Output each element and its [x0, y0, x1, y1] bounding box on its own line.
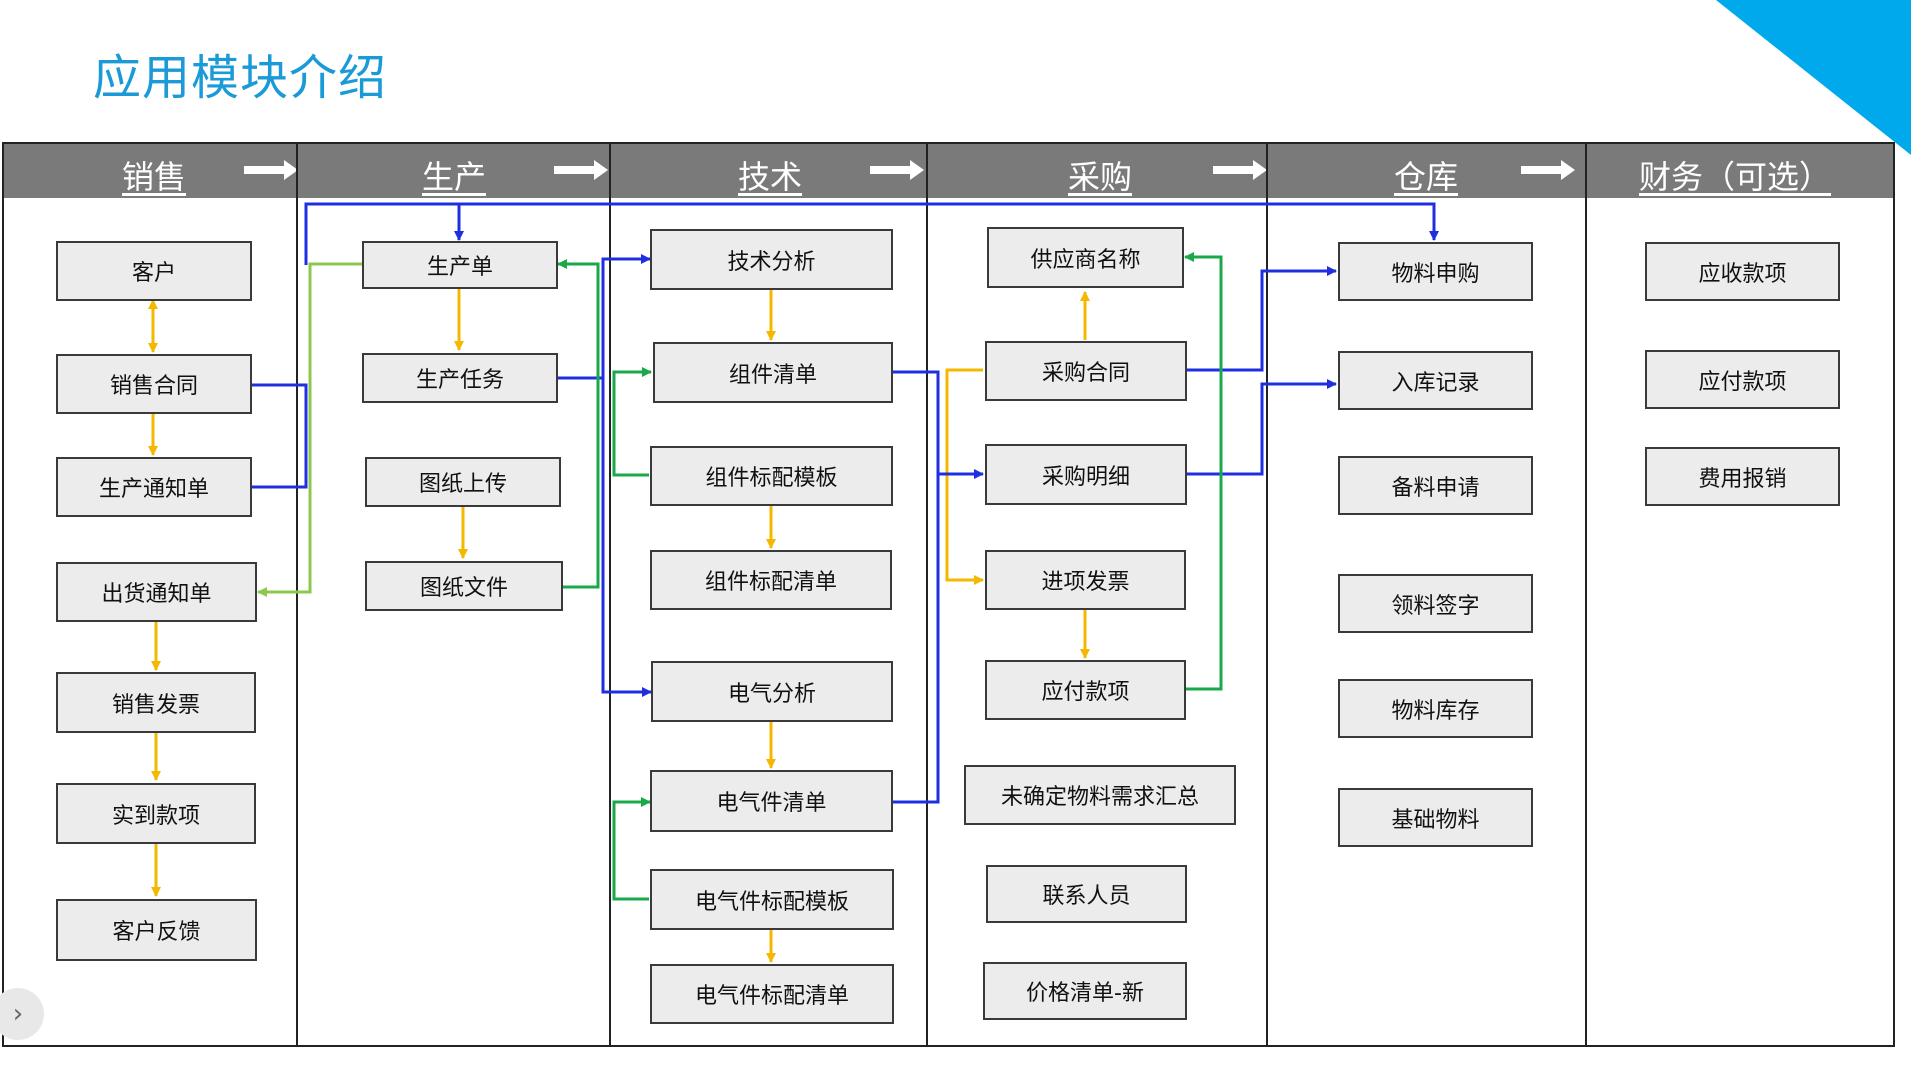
column-title-production: 生产 [422, 158, 487, 196]
module-customer-feedback[interactable]: 客户反馈 [56, 899, 257, 961]
chevron-right-icon[interactable]: › [0, 988, 44, 1040]
module-electrical-template[interactable]: 电气件标配模板 [650, 869, 894, 930]
column-title-warehouse: 仓库 [1394, 158, 1459, 196]
column-header: 技术 [611, 144, 926, 198]
right-arrow-icon [870, 160, 924, 180]
right-arrow-icon [554, 160, 608, 180]
module-customer[interactable]: 客户 [56, 241, 252, 301]
module-price-list[interactable]: 价格清单-新 [983, 962, 1187, 1020]
module-expense-claim[interactable]: 费用报销 [1645, 447, 1840, 506]
column-title-tech: 技术 [738, 158, 803, 196]
module-inbound-record[interactable]: 入库记录 [1338, 351, 1533, 410]
module-component-standard-list[interactable]: 组件标配清单 [650, 550, 892, 610]
column-title-sales: 销售 [122, 158, 187, 196]
module-electrical-standard-list[interactable]: 电气件标配清单 [650, 964, 894, 1024]
column-title-finance: 财务（可选） [1639, 158, 1832, 196]
right-arrow-icon [244, 160, 298, 180]
right-arrow-icon [1521, 160, 1575, 180]
page-title: 应用模块介绍 [93, 50, 388, 106]
column-title-purchase: 采购 [1068, 158, 1133, 196]
module-supplier-name[interactable]: 供应商名称 [987, 227, 1184, 288]
module-material-signoff[interactable]: 领料签字 [1338, 574, 1533, 633]
column-header: 财务（可选） [1587, 144, 1893, 198]
column-header: 生产 [298, 144, 609, 198]
module-finance-payable[interactable]: 应付款项 [1645, 350, 1840, 409]
module-drawing-files[interactable]: 图纸文件 [365, 561, 563, 611]
module-input-invoice[interactable]: 进项发票 [985, 550, 1186, 610]
column-header: 采购 [928, 144, 1267, 198]
module-sales-invoice[interactable]: 销售发票 [56, 672, 256, 733]
module-purchase-detail[interactable]: 采购明细 [985, 444, 1187, 505]
module-purchase-contract[interactable]: 采购合同 [985, 341, 1187, 401]
module-electrical-list[interactable]: 电气件清单 [650, 770, 893, 832]
module-production-order[interactable]: 生产单 [362, 241, 558, 289]
module-received-payment[interactable]: 实到款项 [56, 783, 256, 844]
module-contact-person[interactable]: 联系人员 [986, 865, 1187, 923]
module-material-request[interactable]: 物料申购 [1338, 242, 1533, 301]
module-production-notice[interactable]: 生产通知单 [56, 457, 252, 517]
module-electrical-analysis[interactable]: 电气分析 [651, 661, 893, 722]
module-tech-analysis[interactable]: 技术分析 [650, 229, 893, 290]
module-material-prep[interactable]: 备料申请 [1338, 456, 1533, 515]
module-component-list[interactable]: 组件清单 [653, 342, 893, 403]
column-header: 销售 [4, 144, 298, 198]
module-accounts-payable[interactable]: 应付款项 [985, 660, 1186, 720]
module-component-template[interactable]: 组件标配模板 [650, 446, 893, 506]
module-accounts-receivable[interactable]: 应收款项 [1645, 242, 1840, 301]
module-sales-contract[interactable]: 销售合同 [56, 354, 252, 414]
module-material-inventory[interactable]: 物料库存 [1338, 679, 1533, 738]
module-drawing-upload[interactable]: 图纸上传 [365, 457, 561, 507]
right-arrow-icon [1213, 160, 1267, 180]
column-finance: 财务（可选） [1585, 142, 1895, 1047]
module-unconfirmed-demand[interactable]: 未确定物料需求汇总 [964, 765, 1236, 825]
module-shipping-notice[interactable]: 出货通知单 [56, 562, 257, 622]
module-base-material[interactable]: 基础物料 [1338, 788, 1533, 847]
corner-decoration [1716, 0, 1911, 155]
module-production-task[interactable]: 生产任务 [362, 353, 558, 403]
column-header: 仓库 [1268, 144, 1585, 198]
